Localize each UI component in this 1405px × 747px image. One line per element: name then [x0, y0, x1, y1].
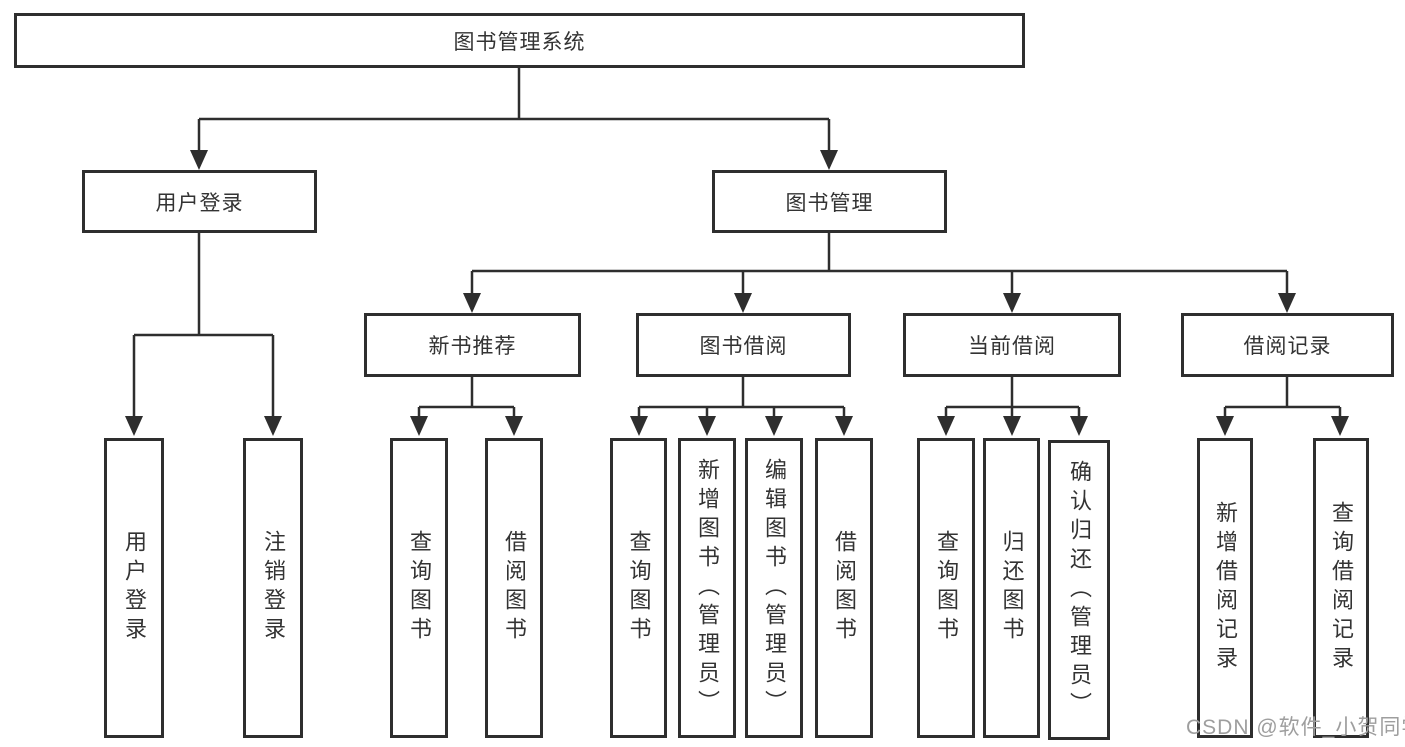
- node-label: 用户登录: [155, 191, 244, 215]
- node-label: 新增图书（管理员）: [695, 457, 720, 719]
- node-label: 查询图书: [934, 530, 959, 646]
- node-bb-borrow-books: 借阅图书: [815, 438, 873, 738]
- node-nbr-query-books: 查询图书: [390, 438, 448, 738]
- node-label: 图书借阅: [699, 335, 788, 358]
- node-cb-query-books: 查询图书: [917, 438, 975, 738]
- node-label: 新书推荐: [428, 335, 517, 358]
- node-label: 查询图书: [407, 530, 432, 646]
- node-label: 图书管理: [785, 191, 874, 215]
- node-new-book-recommendation: 新书推荐: [364, 313, 581, 377]
- node-user-login-action: 用户登录: [104, 438, 164, 738]
- node-label: 借阅图书: [832, 530, 857, 646]
- node-label: 确认归还（管理员）: [1067, 459, 1092, 721]
- node-label: 借阅记录: [1243, 335, 1332, 358]
- node-label: 借阅图书: [502, 530, 527, 646]
- node-label: 新增借阅记录: [1213, 501, 1238, 675]
- node-bb-add-books-admin: 新增图书（管理员）: [678, 438, 736, 738]
- node-current-borrowing: 当前借阅: [903, 313, 1121, 377]
- node-br-add-record: 新增借阅记录: [1197, 438, 1253, 738]
- node-book-borrowing: 图书借阅: [636, 313, 851, 377]
- node-label: 当前借阅: [968, 335, 1056, 358]
- node-label: 用户登录: [122, 530, 147, 646]
- node-label: 归还图书: [999, 530, 1025, 646]
- node-label: 图书管理系统: [453, 30, 586, 54]
- node-bb-edit-books-admin: 编辑图书（管理员）: [745, 438, 803, 738]
- node-user-login: 用户登录: [82, 170, 317, 233]
- node-bb-query-books: 查询图书: [610, 438, 667, 738]
- node-label: 查询图书: [626, 530, 652, 646]
- node-borrowing-records: 借阅记录: [1181, 313, 1394, 377]
- csdn-watermark: CSDN @软件_小贺同学: [1186, 716, 1405, 739]
- node-book-management: 图书管理: [712, 170, 947, 233]
- node-br-query-record: 查询借阅记录: [1313, 438, 1369, 738]
- node-logout-action: 注销登录: [243, 438, 303, 738]
- node-label: 注销登录: [261, 530, 286, 646]
- node-nbr-borrow-books: 借阅图书: [485, 438, 543, 738]
- node-cb-return-books: 归还图书: [983, 438, 1040, 738]
- arrowheads: [125, 150, 1349, 436]
- node-cb-confirm-return-admin: 确认归还（管理员）: [1048, 440, 1110, 740]
- node-label: 编辑图书（管理员）: [762, 457, 787, 719]
- node-label: 查询借阅记录: [1329, 501, 1354, 675]
- node-library-management-system: 图书管理系统: [14, 13, 1025, 68]
